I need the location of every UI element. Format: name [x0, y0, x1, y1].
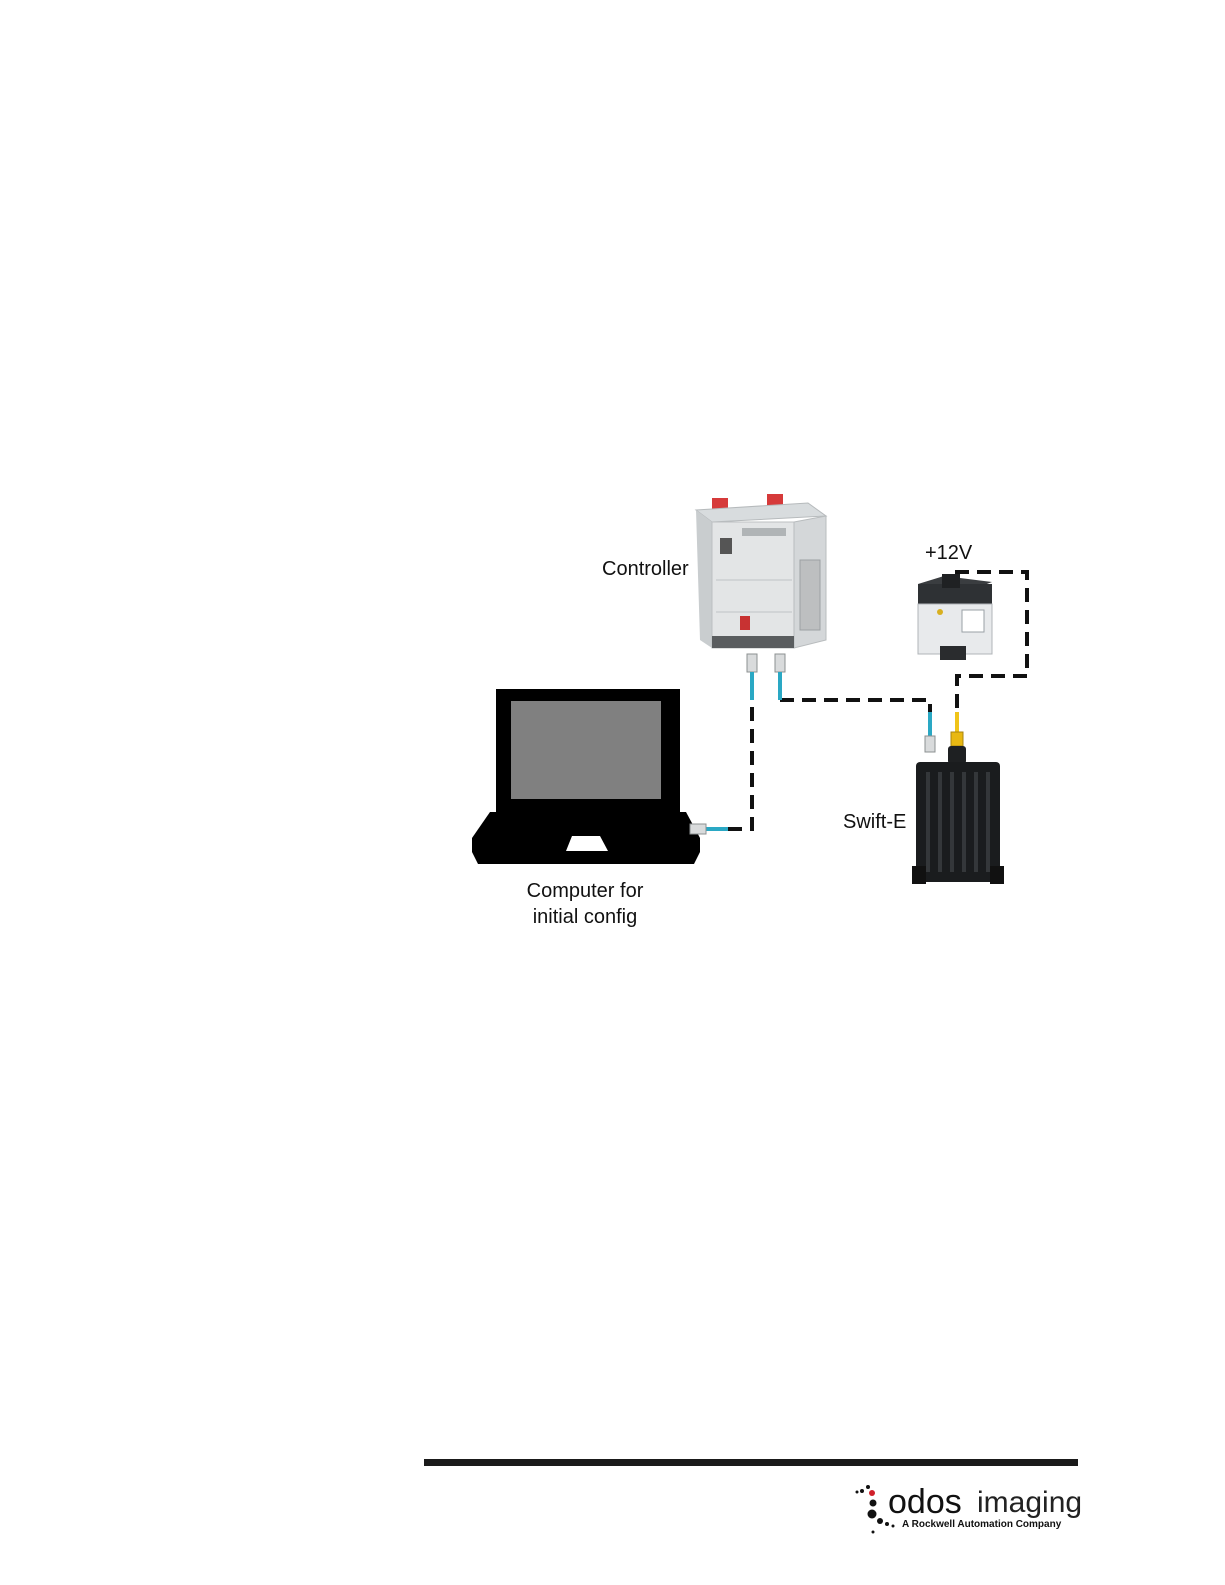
- laptop-screen: [511, 701, 661, 799]
- logo-brand-suffix: imaging: [977, 1486, 1082, 1519]
- controller-label-strip: [742, 528, 786, 536]
- controller-device: [696, 494, 826, 700]
- camera-ethernet-plug: [925, 736, 935, 752]
- camera-power-plug: [951, 732, 963, 746]
- footer-rule: [424, 1459, 1078, 1466]
- computer-label-line1: Computer for: [527, 880, 644, 902]
- psu-connector: [942, 574, 960, 588]
- controller-red-switch: [740, 616, 750, 630]
- controller-terminal-block: [800, 560, 820, 630]
- camera-fins-5: [974, 772, 978, 872]
- controller-bottom-strip: [712, 636, 794, 648]
- logo-tagline: A Rockwell Automation Company: [902, 1519, 1062, 1530]
- psu-label: [962, 610, 984, 632]
- logo-brand: odos: [888, 1483, 962, 1521]
- cable-laptop-controller: [728, 700, 752, 829]
- controller-front-face: [696, 510, 712, 648]
- psu-terminal-block: [940, 646, 966, 660]
- controller-label: Controller: [602, 558, 689, 580]
- psu-led: [937, 609, 943, 615]
- laptop-ethernet-plug: [690, 824, 706, 834]
- odos-logo: odos imaging A Rockwell Automation Compa…: [856, 1483, 1083, 1534]
- swift-e-camera: [912, 712, 1004, 884]
- controller-display: [720, 538, 732, 554]
- camera-m12-connector: [948, 746, 966, 764]
- camera-foot-left: [912, 866, 926, 884]
- camera-fins-3: [950, 772, 954, 872]
- laptop-computer: [472, 689, 728, 864]
- controller-ethernet-plug-1: [747, 654, 757, 672]
- camera-foot-right: [990, 866, 1004, 884]
- camera-fins-4: [962, 772, 966, 872]
- controller-ethernet-plug-2: [775, 654, 785, 672]
- camera-fins-2: [938, 772, 942, 872]
- camera-label: Swift-E: [843, 811, 906, 833]
- power-supply-device: [918, 574, 992, 660]
- cable-controller-camera: [780, 700, 930, 712]
- camera-fins-6: [986, 772, 990, 872]
- camera-fins-1: [926, 772, 930, 872]
- power-supply-label: +12V: [925, 542, 973, 564]
- computer-label-line2: initial config: [533, 906, 638, 928]
